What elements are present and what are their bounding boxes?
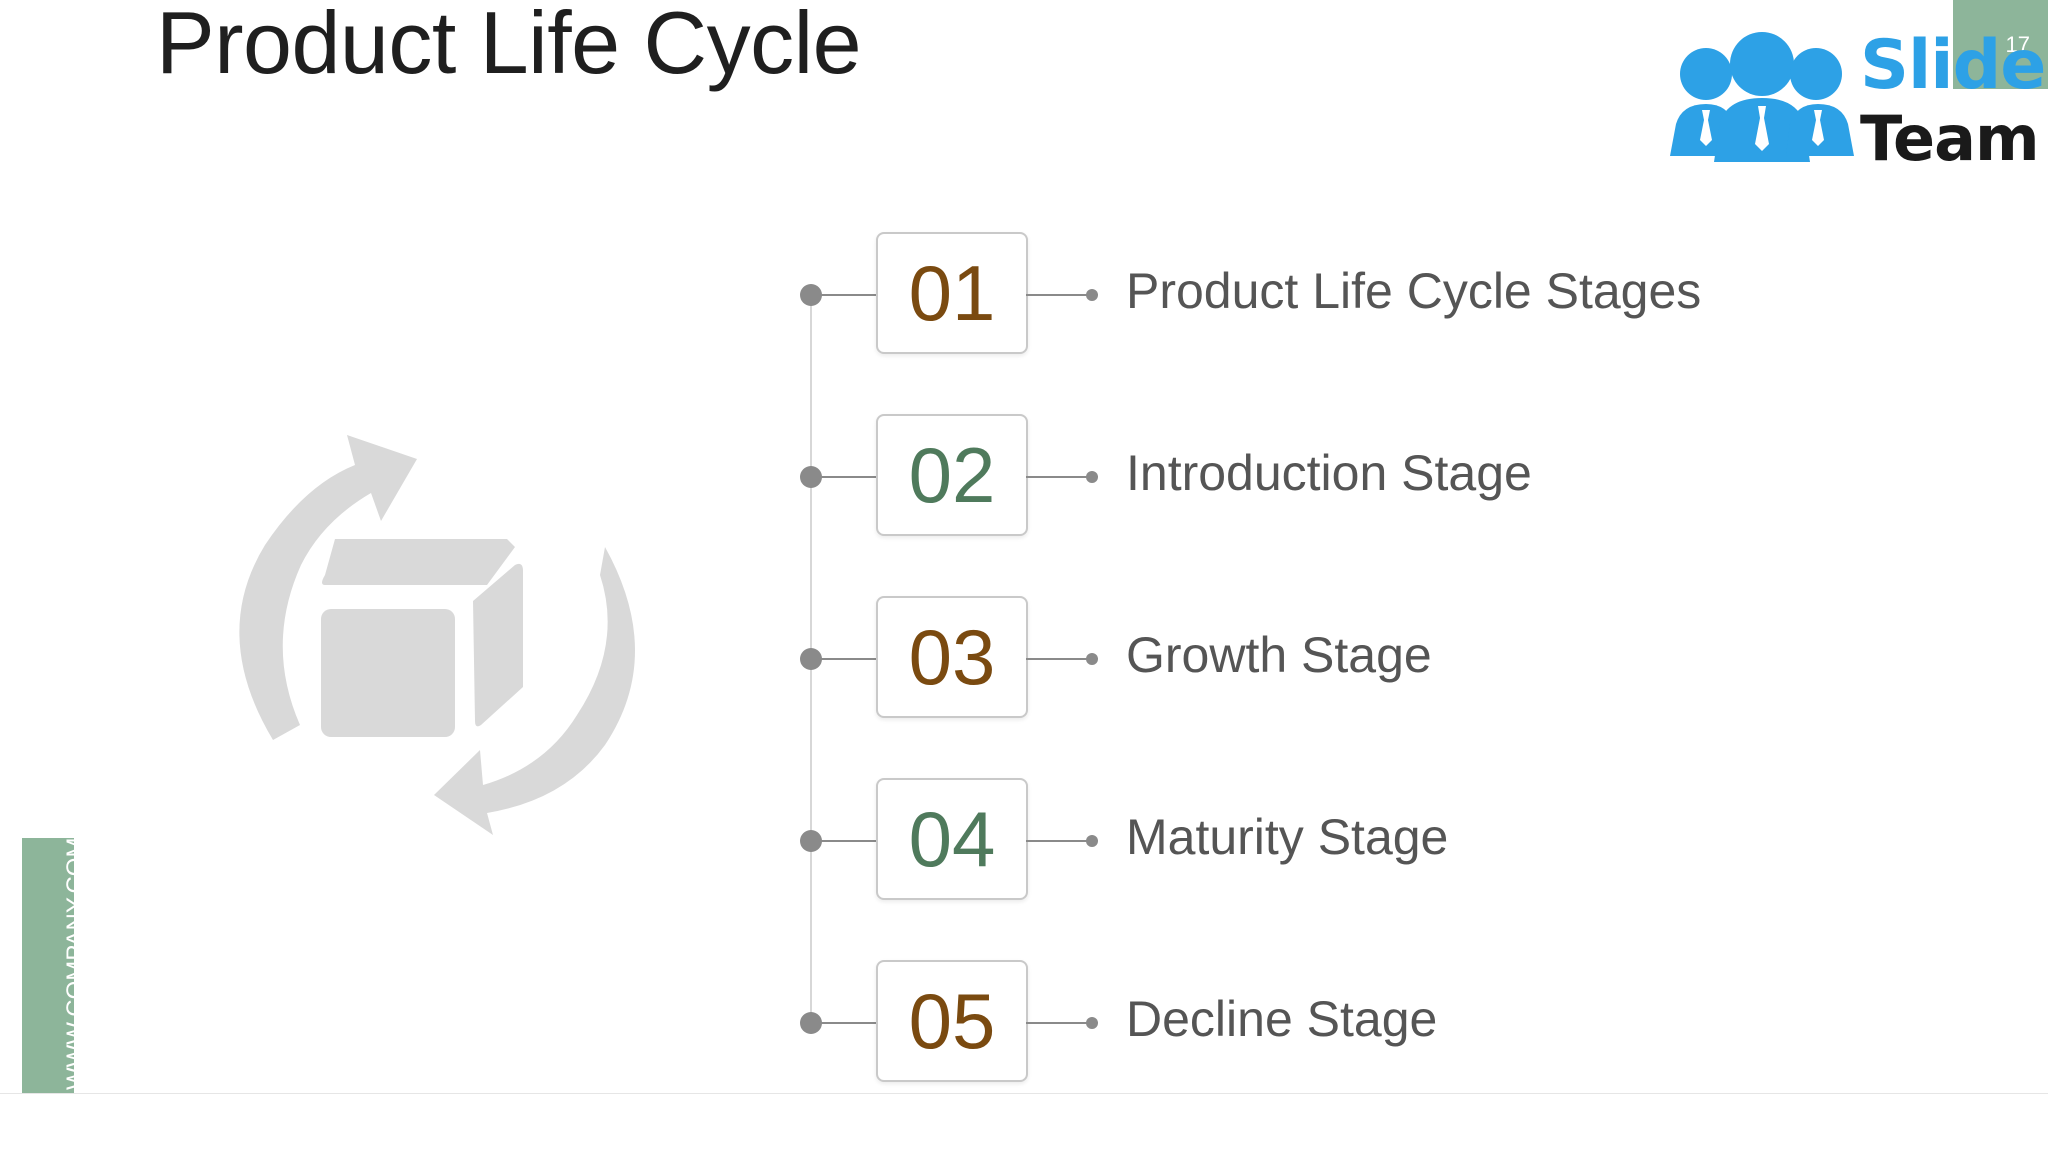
connector-line (820, 1022, 876, 1024)
website-side-tab: WWW.COMPANY.COM (22, 838, 74, 1094)
people-group-icon (1670, 32, 1854, 162)
website-text: WWW.COMPANY.COM (62, 838, 74, 1090)
slide-title: Product Life Cycle (156, 0, 862, 92)
stage-label: Product Life Cycle Stages (1126, 263, 1702, 319)
connector-line (1026, 840, 1092, 842)
stage-number: 02 (876, 414, 1028, 536)
connector-dot (1086, 1017, 1098, 1029)
slideteam-logo: Slide Team (1662, 24, 2046, 175)
stage-label: Growth Stage (1126, 627, 1432, 683)
stage-label: Maturity Stage (1126, 809, 1449, 865)
connector-dot (1086, 653, 1098, 665)
connector-dot (1086, 835, 1098, 847)
stage-item: 03 Growth Stage (0, 596, 2048, 720)
product-cycle-icon (239, 435, 635, 835)
stage-number: 03 (876, 596, 1028, 718)
stage-item: 01 Product Life Cycle Stages (0, 232, 2048, 356)
stage-label: Introduction Stage (1126, 445, 1532, 501)
timeline-dot (800, 284, 822, 306)
timeline-dot (800, 1012, 822, 1034)
timeline-dot (800, 648, 822, 670)
logo-text-team: Team (1860, 102, 2040, 175)
page-number-badge: 17 (1953, 0, 2048, 89)
connector-line (1026, 658, 1092, 660)
bottom-divider (0, 1093, 2048, 1094)
page-number: 17 (2005, 32, 2030, 57)
stage-number: 04 (876, 778, 1028, 900)
connector-line (1026, 294, 1092, 296)
connector-line (820, 658, 876, 660)
stage-number: 01 (876, 232, 1028, 354)
stage-number: 05 (876, 960, 1028, 1082)
connector-line (820, 294, 876, 296)
timeline-dot (800, 466, 822, 488)
timeline-dot (800, 830, 822, 852)
connector-line (1026, 1022, 1092, 1024)
logo-text-slide: Slide (1860, 26, 2046, 105)
stage-item: 05 Decline Stage (0, 960, 2048, 1084)
connector-dot (1086, 471, 1098, 483)
connector-dot (1086, 289, 1098, 301)
connector-line (1026, 476, 1092, 478)
connector-line (820, 476, 876, 478)
connector-line (820, 840, 876, 842)
stage-label: Decline Stage (1126, 991, 1438, 1047)
stage-item: 04 Maturity Stage (0, 778, 2048, 902)
stage-item: 02 Introduction Stage (0, 414, 2048, 538)
